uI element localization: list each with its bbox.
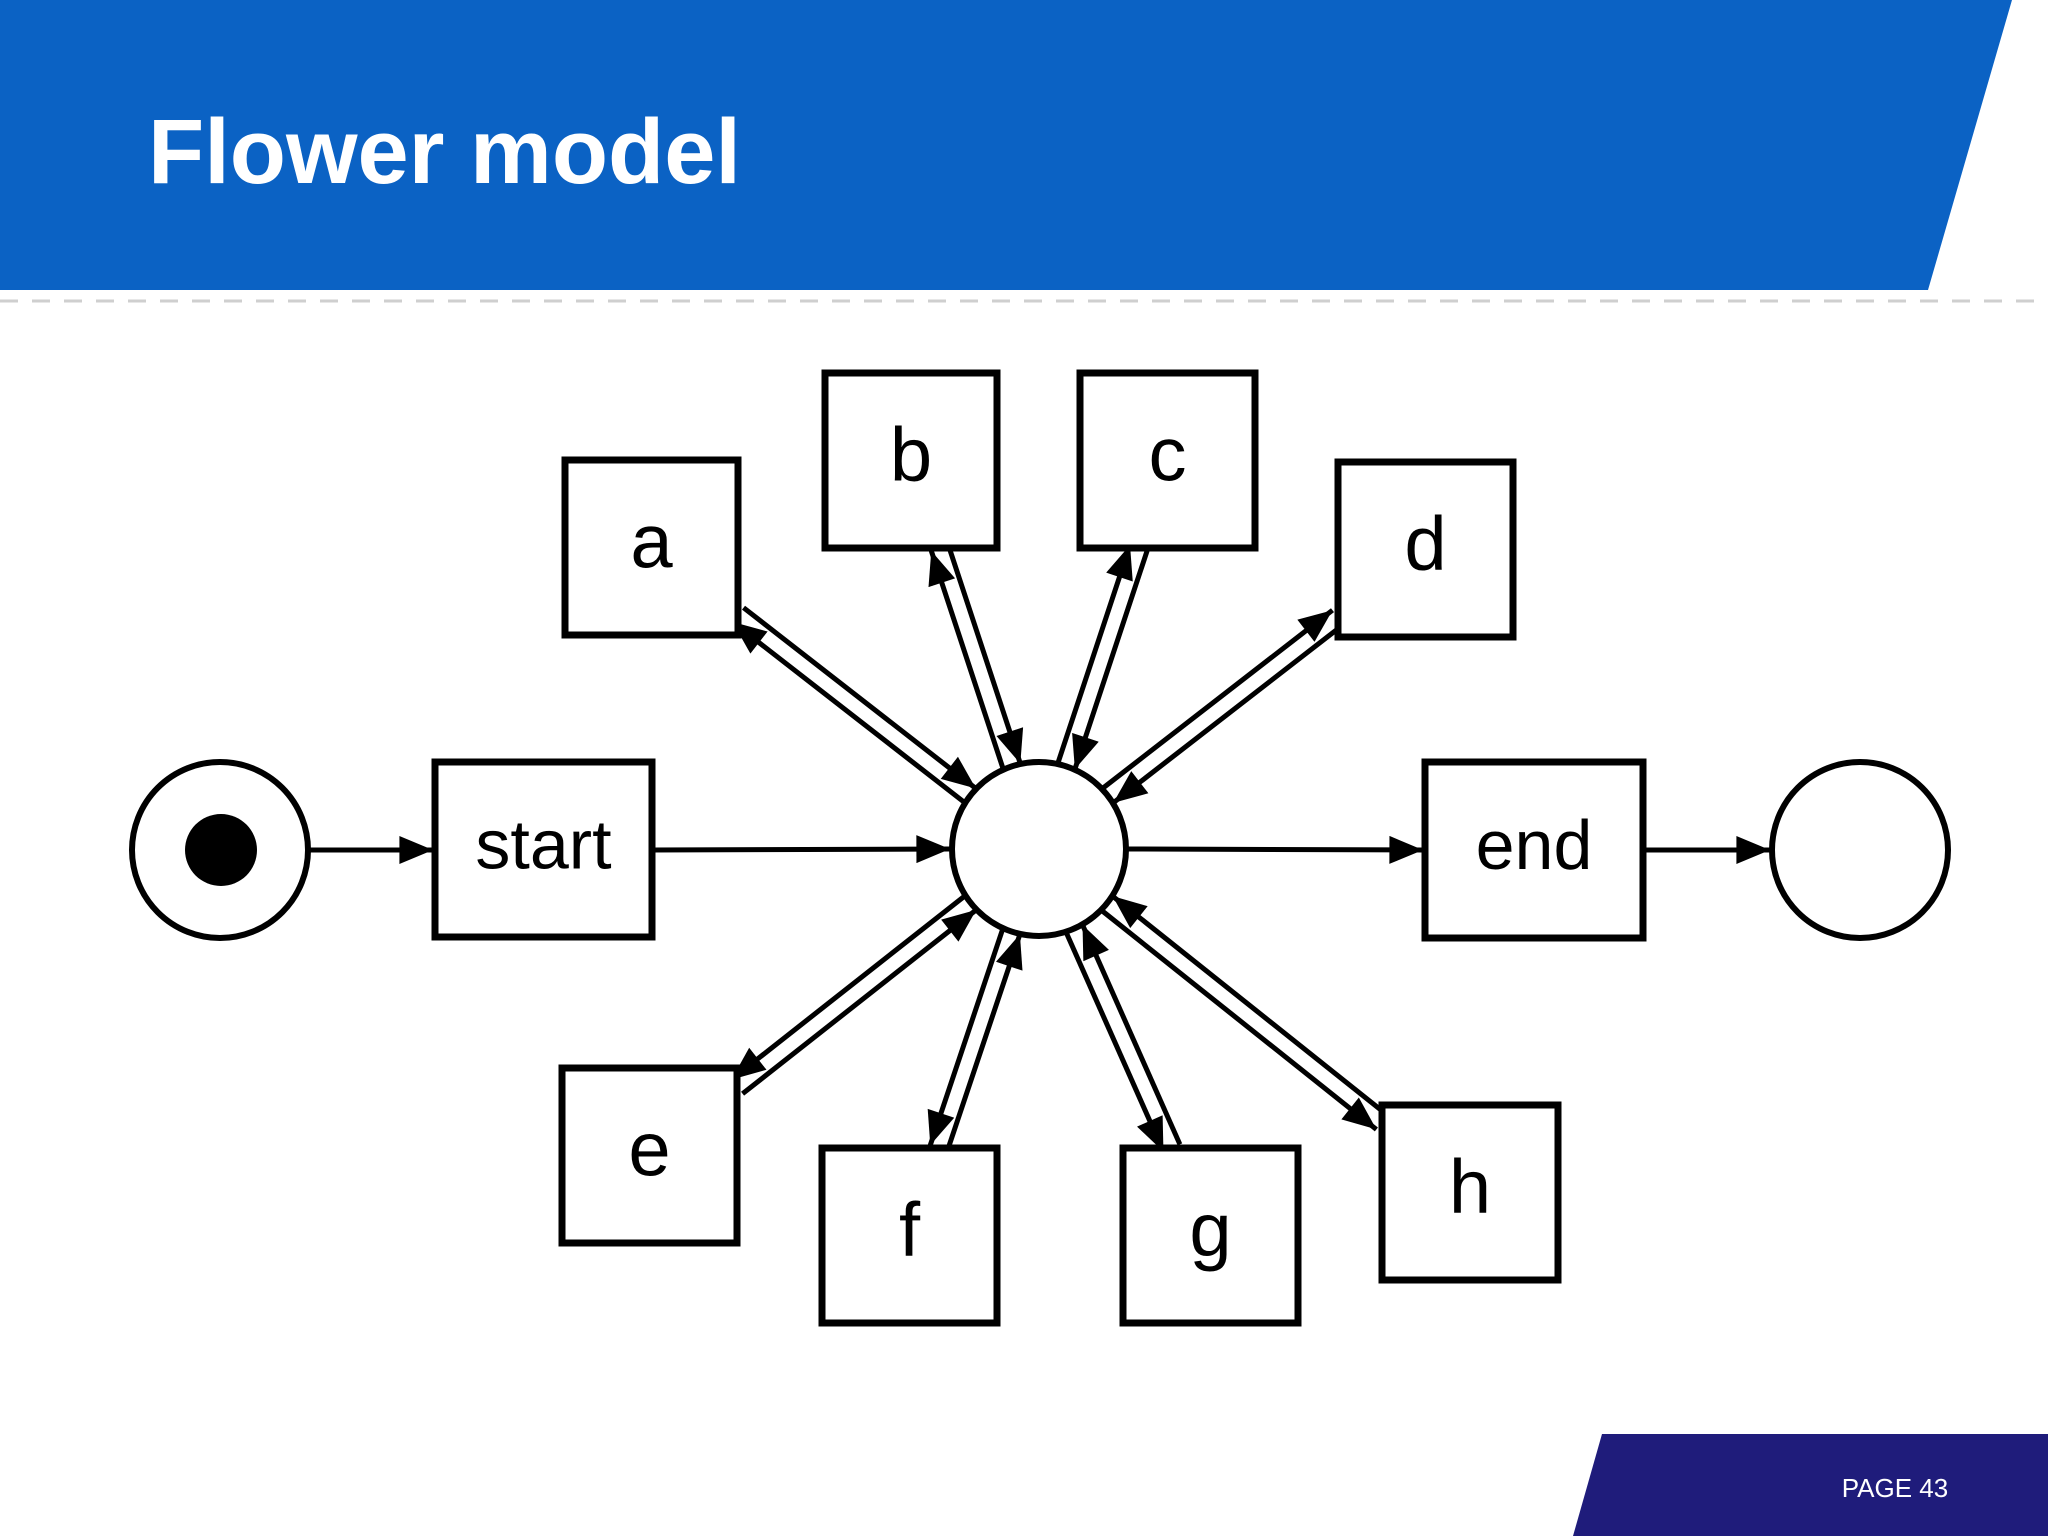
transition-f-label: f [899,1188,921,1273]
arc-d-to-center [1111,622,1346,805]
transition-g-label: g [1189,1188,1231,1273]
arc-center-to-a [730,619,967,805]
initial-token [185,814,257,886]
transition-end-label: end [1476,806,1593,884]
transition-e-label: e [628,1108,670,1193]
arc-start-to-center [651,835,951,864]
arc-center-to-g [1063,931,1166,1153]
arc-center-to-c [1055,544,1133,765]
transition-start [431,758,656,941]
flower-petri-net: start end a b c d e f g h [129,369,1951,1327]
arc-center-to-end [1125,835,1424,864]
transition-d-label: d [1404,502,1446,587]
center-place [949,759,1129,939]
transition-start-label: start [475,806,611,884]
arc-a-to-center [741,605,978,791]
page-title: Flower model [148,101,741,203]
arc-g-to-center [1080,923,1183,1146]
transition-c [1076,369,1259,552]
transition-end [1421,758,1647,942]
arc-center-to-b [928,550,1006,770]
arc-c-to-center [1072,550,1150,771]
page-number: PAGE 43 [1842,1473,1948,1503]
title-banner [0,0,2012,290]
transition-d [1334,458,1517,641]
transition-b [821,369,1001,552]
arc-f-to-center [944,933,1023,1152]
transition-b-label: b [890,413,932,498]
transition-a [561,456,742,639]
transition-e [558,1064,741,1247]
transition-f [818,1144,1001,1327]
transition-a-label: a [630,500,673,585]
final-place [1769,759,1951,941]
arc-center-to-d [1100,608,1335,791]
arc-center-to-f [927,927,1006,1146]
footer-wedge [1573,1434,2048,1536]
arc-h-to-center [1111,894,1390,1118]
arc-e-to-center [741,907,978,1096]
transition-g [1119,1144,1302,1327]
transition-h-label: h [1449,1145,1491,1230]
arc-center-to-e [729,893,967,1082]
arc-b-to-center [946,544,1024,765]
arc-center-to-h [1099,908,1378,1132]
transition-h [1378,1101,1562,1284]
transition-c-label: c [1149,413,1187,498]
